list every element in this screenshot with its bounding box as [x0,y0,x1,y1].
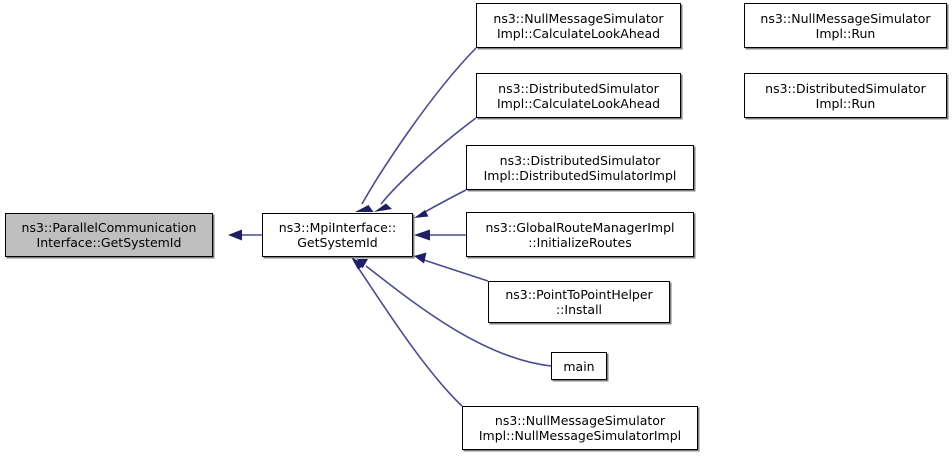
edge-main-to-mpi [365,265,552,367]
edge-globalroute-to-mpi-arrowhead [414,229,430,241]
node-label: ns3::NullMessageSimulator Impl::Run [760,10,931,41]
edge-nullcalc-to-mpi-arrowhead [355,205,374,212]
node-label: ns3::GlobalRouteManagerImpl ::Initialize… [485,219,675,250]
node-label: ns3::DistributedSimulator Impl::Distribu… [483,152,677,183]
node-label: ns3::DistributedSimulator Impl::Calculat… [496,80,661,111]
node-label: ns3::PointToPointHelper ::Install [505,287,653,317]
node-globalroutemanagerimpl-initializeroutes[interactable]: ns3::GlobalRouteManagerImpl ::Initialize… [466,212,694,257]
edge-p2phelper-to-mpi-arrowhead [414,252,427,264]
edge-distcalc-to-mpi [380,117,477,205]
node-parallel-communication-interface-getsystemid[interactable]: ns3::ParallelCommunication Interface::Ge… [5,213,213,257]
edge-p2phelper-to-mpi [423,259,489,282]
edge-distctor-to-mpi [422,189,467,214]
node-distributedsimulatorimpl-calculatelookahead[interactable]: ns3::DistributedSimulator Impl::Calculat… [476,73,681,118]
node-label: ns3::NullMessageSimulator Impl::Calculat… [493,10,664,41]
node-distributedsimulatorimpl-constructor[interactable]: ns3::DistributedSimulator Impl::Distribu… [466,145,694,190]
node-label: ns3::MpiInterface:: GetSystemId [278,220,397,250]
edge-distcalc-to-mpi-arrowhead [374,203,392,212]
node-label: main [563,358,595,374]
node-distributedsimulatorimpl-run[interactable]: ns3::DistributedSimulator Impl::Run [744,73,947,118]
edge-nullctor-to-mpi-arrowhead [351,257,365,270]
edge-distctor-to-mpi-arrowhead [414,210,429,218]
node-pointtopointhelper-install[interactable]: ns3::PointToPointHelper ::Install [488,281,670,323]
edge-nullctor-to-mpi [356,265,463,407]
node-nullmessagesimulatorimpl-run[interactable]: ns3::NullMessageSimulator Impl::Run [744,3,947,48]
node-mpiinterface-getsystemid[interactable]: ns3::MpiInterface:: GetSystemId [262,213,413,257]
node-main[interactable]: main [551,352,607,380]
node-label: ns3::ParallelCommunication Interface::Ge… [21,220,197,250]
edge-mpi-to-parallel-arrowhead [228,229,242,241]
node-label: ns3::DistributedSimulator Impl::Run [765,80,926,111]
node-nullmessagesimulatorimpl-constructor[interactable]: ns3::NullMessageSimulator Impl::NullMess… [462,406,698,450]
node-label: ns3::NullMessageSimulator Impl::NullMess… [478,413,682,443]
node-nullmessagesimulatorimpl-calculatelookahead[interactable]: ns3::NullMessageSimulator Impl::Calculat… [476,3,681,48]
edge-nullcalc-to-mpi [361,47,477,205]
